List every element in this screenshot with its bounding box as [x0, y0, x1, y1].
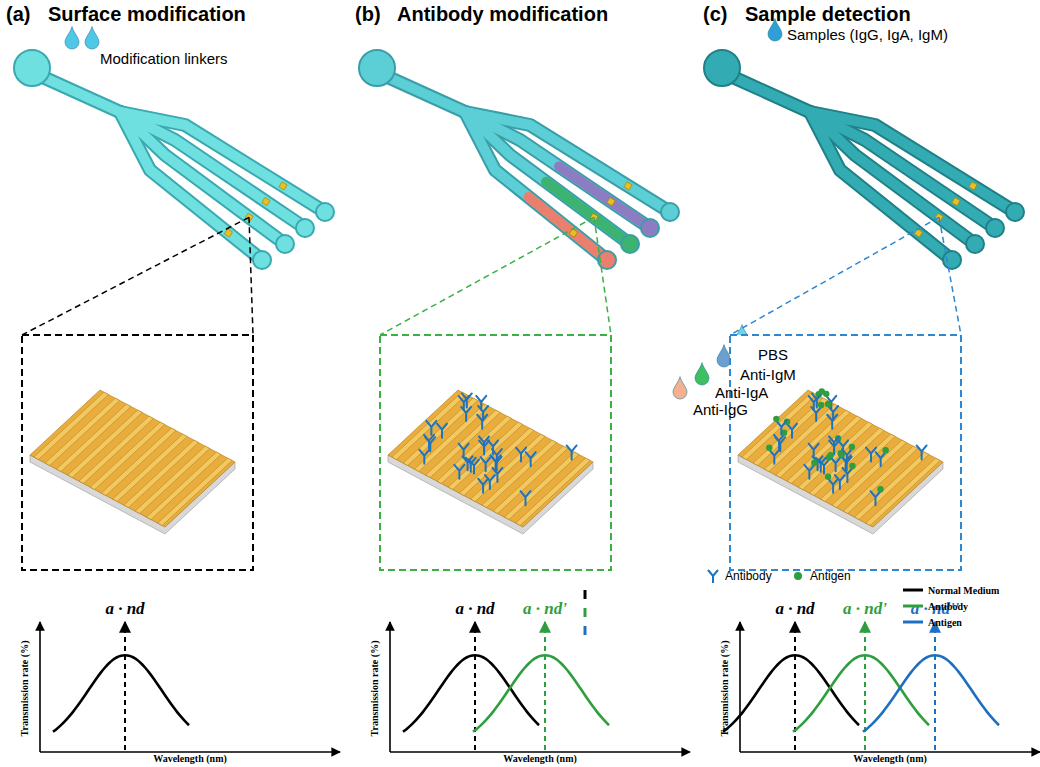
- legend-text: Antibody: [928, 601, 968, 612]
- panel-title: Antibody modification: [397, 3, 608, 26]
- panel-letter: (a): [6, 3, 30, 26]
- legend-item: Antigen: [902, 615, 962, 629]
- panel-title: Surface modification: [48, 3, 246, 26]
- legend-text: Normal Medium: [928, 585, 999, 596]
- reagent-label: Anti-IgA: [715, 384, 768, 401]
- antibody-symbol: [705, 569, 721, 583]
- line-sample: [902, 615, 924, 629]
- legend-dash: [584, 626, 587, 635]
- droplet: [695, 363, 709, 385]
- legend-text: Antigen: [810, 569, 851, 583]
- droplet: [65, 27, 79, 49]
- legend-item: Antibody: [902, 599, 968, 613]
- spectrum-graph: [40, 622, 340, 752]
- zoom-view: [380, 217, 611, 570]
- legend-dash: [584, 590, 587, 599]
- reagent-label: Anti-IgM: [740, 366, 796, 383]
- legend-text: Antigen: [928, 617, 962, 628]
- line-sample: [902, 583, 924, 597]
- axis-label: Wavelength (nm): [153, 753, 227, 764]
- droplet: [85, 27, 99, 49]
- axis-label: Transmission rate (%): [20, 640, 31, 736]
- panel-letter: (c): [703, 3, 727, 26]
- droplet: [717, 345, 731, 367]
- axis-label: Wavelength (nm): [503, 753, 577, 764]
- panel-title: Sample detection: [745, 3, 911, 26]
- peak-label: a · nd': [843, 599, 887, 619]
- peak-label: a · nd: [455, 599, 494, 619]
- reagent-label: Modification linkers: [100, 50, 228, 67]
- droplet: [673, 377, 687, 399]
- zoom-view: [22, 217, 253, 570]
- axis-label: Wavelength (nm): [853, 753, 927, 764]
- microfluidic-chip: [14, 50, 334, 269]
- microfluidic-chip: [359, 50, 679, 269]
- panel-letter: (b): [355, 3, 381, 26]
- legend-item: Antibody: [705, 569, 772, 583]
- reagent-label: Samples (IgG, IgA, IgM): [787, 26, 948, 43]
- legend-item: Antigen: [790, 569, 851, 583]
- microfluidic-chip: [704, 50, 1024, 269]
- peak-label: a · nd: [105, 599, 144, 619]
- axis-label: Transmission rate (%): [369, 640, 380, 736]
- line-sample: [902, 599, 924, 613]
- axis-label: Transmission rate (%): [719, 640, 730, 736]
- reagent-label: PBS: [758, 346, 788, 363]
- spectrum-graph: [390, 622, 690, 752]
- legend-dash: [584, 608, 587, 617]
- legend-item: Normal Medium: [902, 583, 999, 597]
- spectrum-graph: [723, 622, 1040, 752]
- reagent-label: Anti-IgG: [693, 401, 748, 418]
- antigen-symbol: [790, 569, 806, 583]
- legend-text: Antibody: [725, 569, 772, 583]
- peak-label: a · nd': [523, 599, 567, 619]
- peak-label: a · nd: [775, 599, 814, 619]
